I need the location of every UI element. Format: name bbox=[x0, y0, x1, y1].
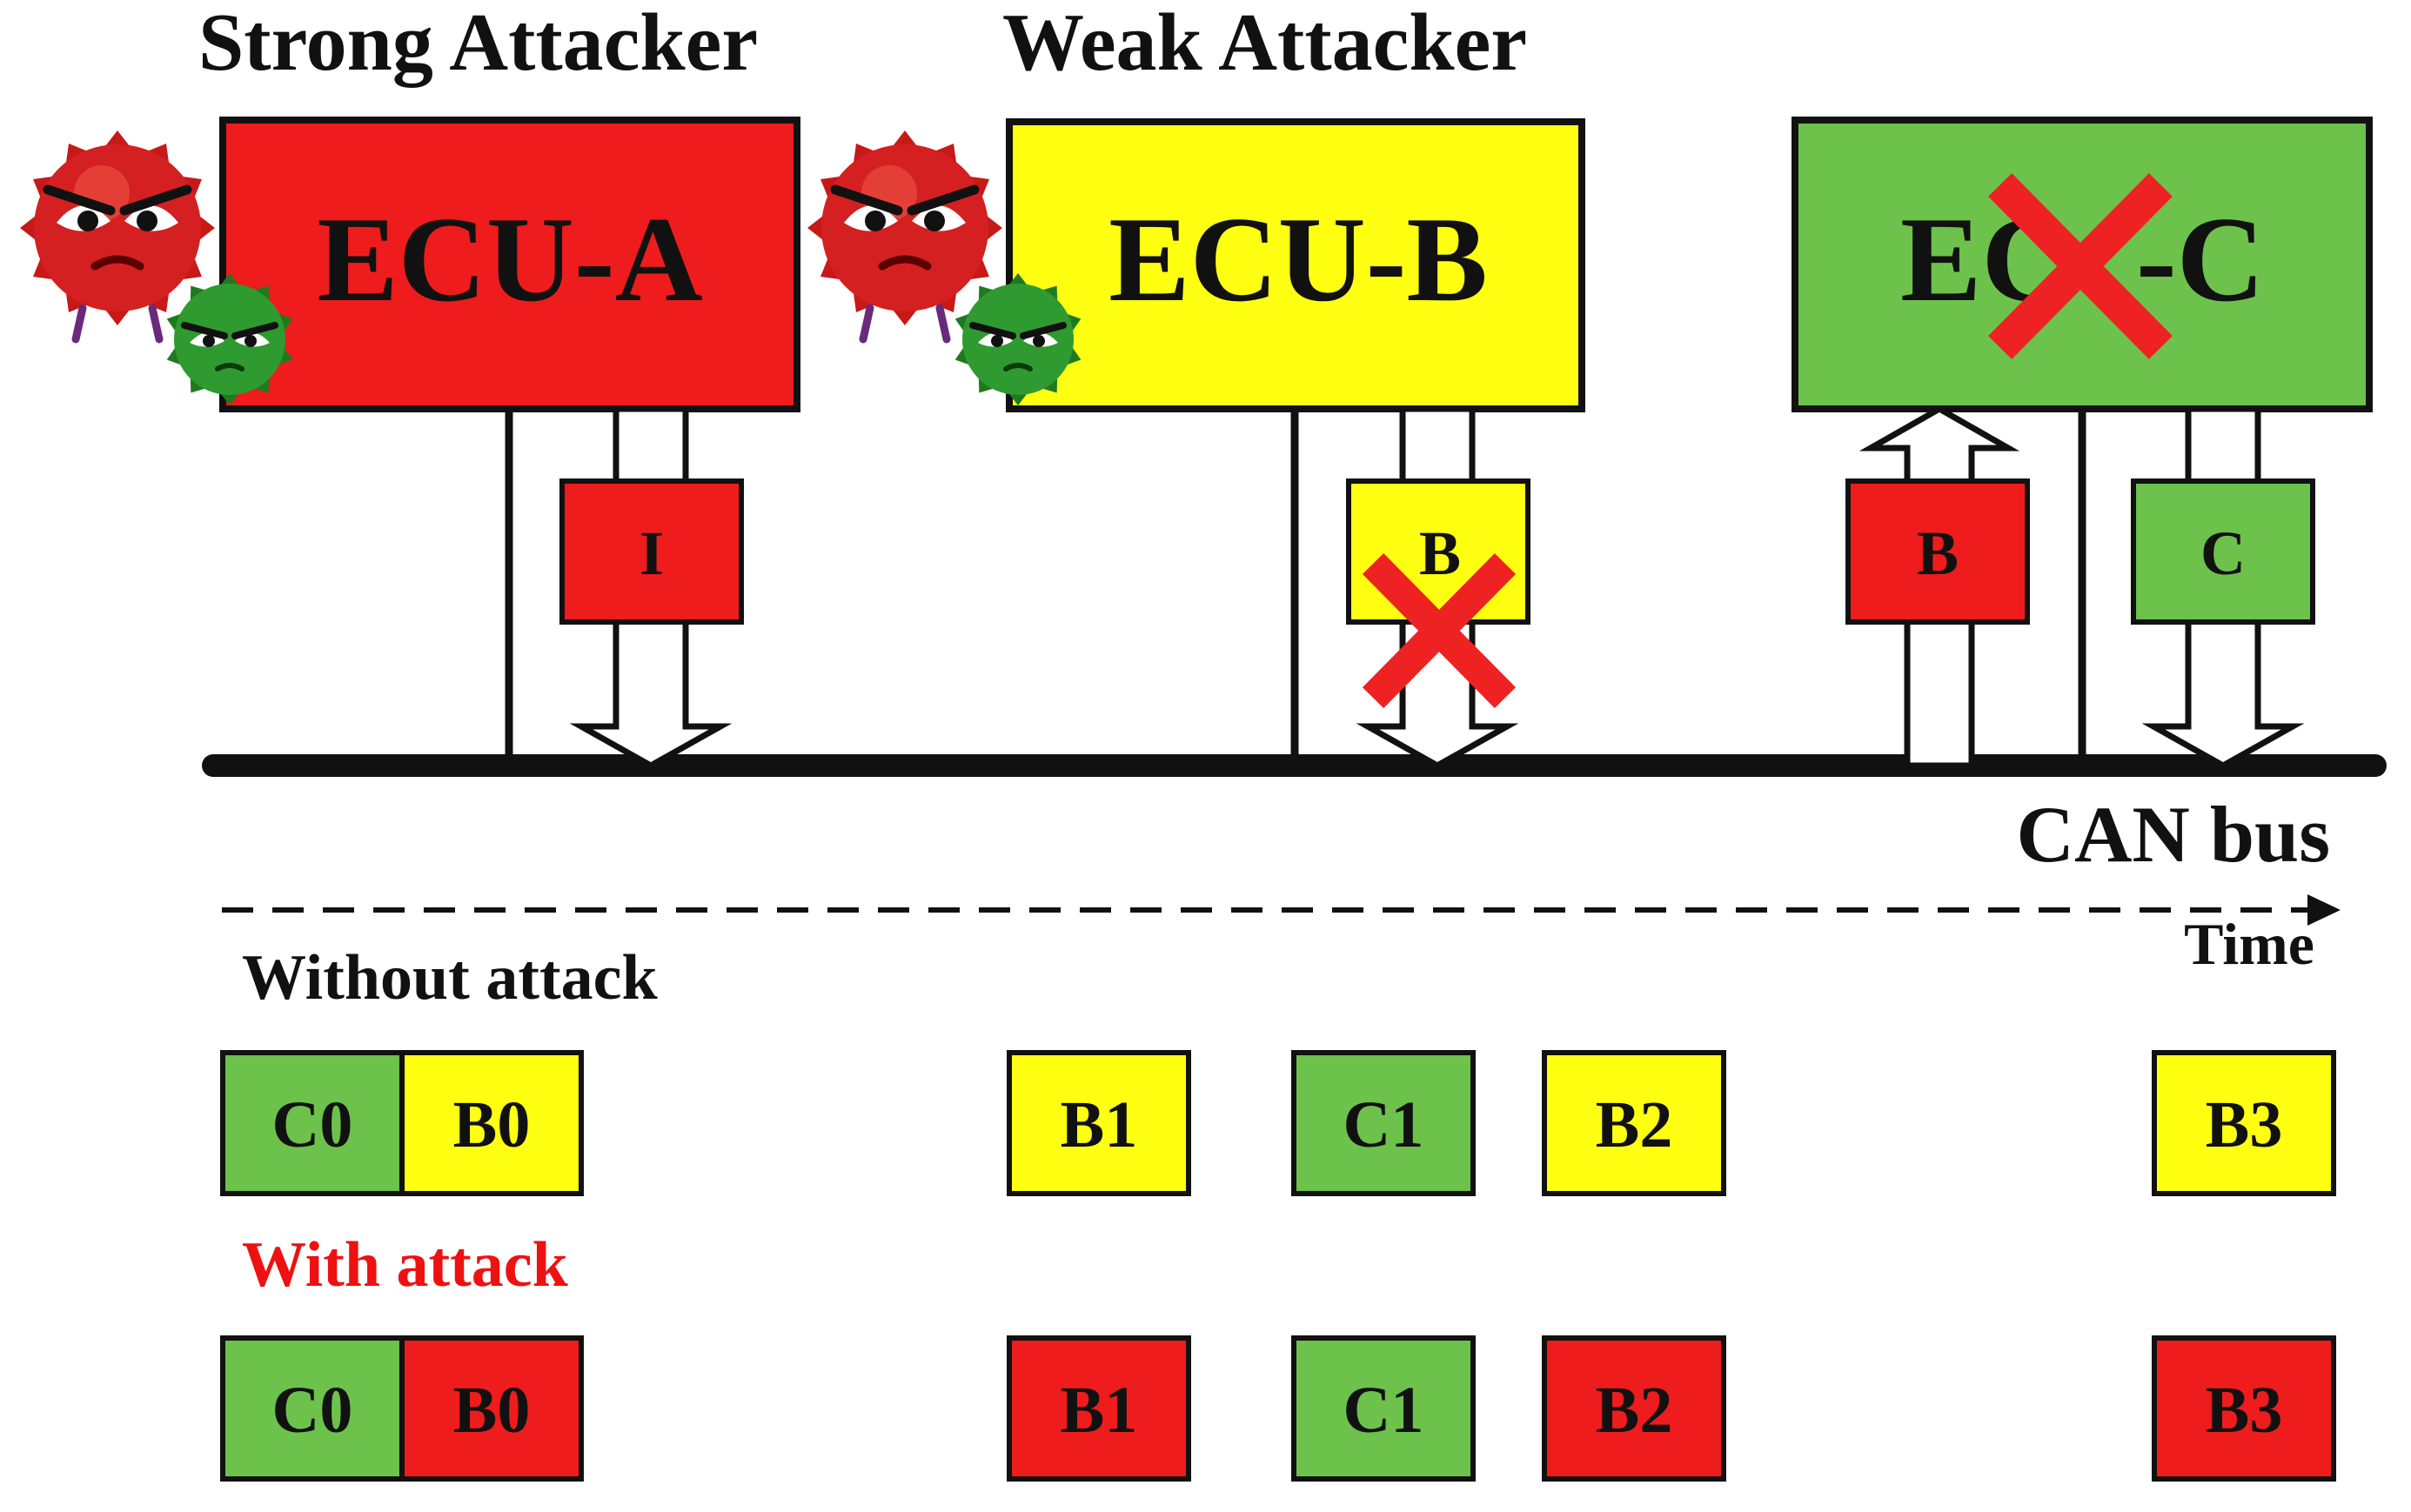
ecu-b: ECU-B bbox=[1006, 118, 1585, 412]
frame-b1-label: B1 bbox=[1061, 1088, 1138, 1161]
without-attack-frames: C0 B0 B1 C1 B2 B3 bbox=[220, 1050, 2336, 1196]
ecu-a-label: ECU-A bbox=[317, 192, 702, 327]
spoofed-b-message-label: B bbox=[1917, 518, 1959, 588]
frame-c0-label: C0 bbox=[272, 1374, 353, 1447]
frame-b2 bbox=[1542, 1050, 1726, 1196]
spoofed-b-message-box bbox=[1845, 478, 2030, 625]
frame-b0 bbox=[399, 1050, 584, 1196]
frame-b2-label: B2 bbox=[1596, 1374, 1673, 1447]
frame-b0-label: B0 bbox=[453, 1088, 531, 1161]
ecu-a: ECU-A bbox=[219, 117, 800, 412]
frame-b2-label: B2 bbox=[1596, 1088, 1673, 1161]
ecu-c-message-box bbox=[2131, 478, 2315, 625]
without-attack-label: Without attack bbox=[242, 942, 658, 1014]
time-label: Time bbox=[2184, 911, 2314, 977]
frame-c0 bbox=[220, 1050, 405, 1196]
frame-c0-label: C0 bbox=[272, 1088, 353, 1161]
frame-b3 bbox=[2152, 1050, 2336, 1196]
ecu-b-message-box bbox=[1346, 478, 1530, 625]
with-attack-label: With attack bbox=[242, 1229, 569, 1301]
frame-b2 bbox=[1542, 1335, 1726, 1482]
attack-message-label: I bbox=[640, 518, 664, 588]
can-bus-label: CAN bus bbox=[2017, 790, 2330, 879]
frame-b3-label: B3 bbox=[2206, 1088, 2283, 1161]
frame-b3 bbox=[2152, 1335, 2336, 1482]
strong-attacker-title: Strong Attacker bbox=[198, 0, 758, 88]
frame-b1 bbox=[1007, 1335, 1191, 1482]
frame-b1-label: B1 bbox=[1061, 1374, 1138, 1447]
frame-c1 bbox=[1291, 1335, 1476, 1482]
ecu-c-message-label: C bbox=[2200, 518, 2246, 588]
ecu-c-label-right: -C bbox=[2136, 192, 2265, 327]
frame-c1-label: C1 bbox=[1343, 1088, 1424, 1161]
ecu-b-label: ECU-B bbox=[1108, 192, 1488, 327]
frame-c1-label: C1 bbox=[1343, 1374, 1424, 1447]
cross-mark-icon bbox=[1988, 173, 2173, 359]
time-axis-arrowhead bbox=[2307, 894, 2341, 926]
frame-b0-label: B0 bbox=[453, 1374, 531, 1447]
cross-mark-icon bbox=[1362, 552, 1517, 709]
attack-message-box bbox=[559, 478, 744, 625]
frame-c1 bbox=[1291, 1050, 1476, 1196]
ecu-b-message-label: B bbox=[1419, 518, 1461, 588]
frame-b0 bbox=[399, 1335, 584, 1482]
with-attack-frames: C0 B0 B1 C1 B2 B3 bbox=[220, 1335, 2336, 1482]
weak-attacker-title: Weak Attacker bbox=[1002, 0, 1527, 88]
frame-b1 bbox=[1007, 1050, 1191, 1196]
frame-c0 bbox=[220, 1335, 405, 1482]
frame-b3-label: B3 bbox=[2206, 1374, 2283, 1447]
